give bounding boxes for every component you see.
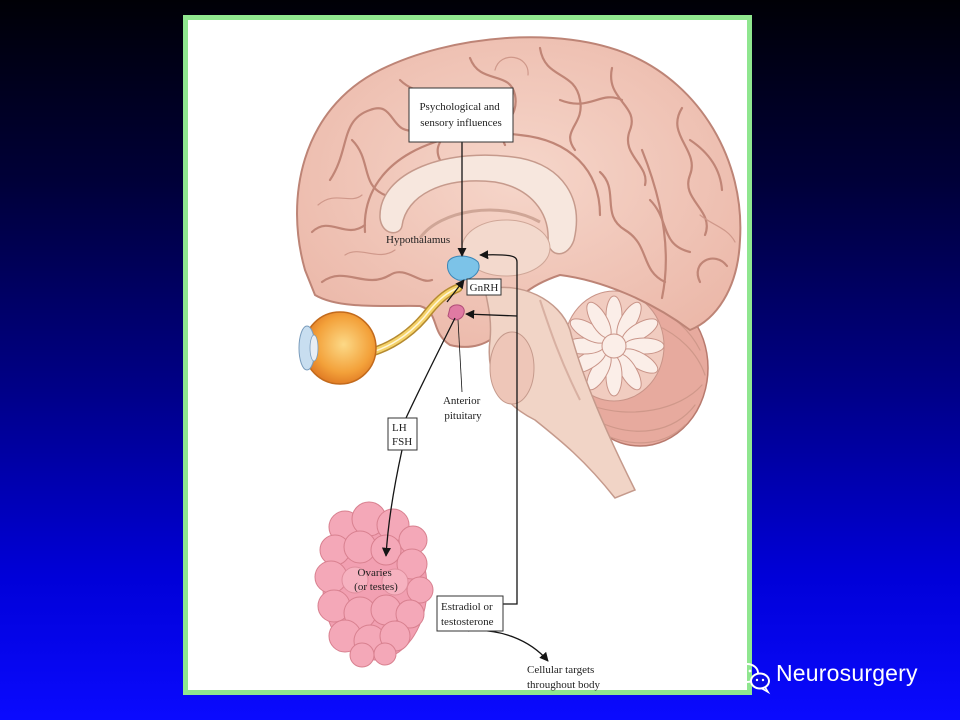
cerebral-aqueduct (539, 299, 581, 401)
gyrus-line (350, 138, 387, 197)
arbor-vitae-core (601, 333, 627, 359)
cellular-targets-label: Cellular targets throughout body (527, 664, 601, 691)
gyrus-line (676, 106, 708, 237)
pituitary-pointer-line (457, 319, 463, 393)
pathway-arrows (381, 142, 549, 662)
gyrus-line (538, 46, 582, 152)
psychological-label: Psychological and sensory influences (419, 101, 502, 129)
gnrh-box (466, 278, 502, 296)
midline-structures (379, 154, 578, 277)
gyrus-line (598, 170, 667, 284)
anterior-pituitary-label: Anterior pituitary (443, 395, 483, 422)
pituitary-to-lh-line (405, 317, 456, 419)
ovary-follicle (396, 548, 428, 580)
ovary-follicle (373, 642, 397, 666)
lens (309, 334, 319, 362)
lh-fsh-label: LH FSH (392, 422, 412, 448)
anterior-pituitary-line-1: Anterior (443, 395, 481, 407)
lh-to-ovaries-arrow (381, 449, 403, 557)
ovaries-line-2: (or testes) (354, 581, 398, 593)
ovary-follicle (341, 566, 369, 594)
gyrus-line (688, 138, 724, 192)
psychological-box (408, 87, 514, 143)
ovary-follicle (406, 576, 434, 604)
gyrus-line (699, 214, 736, 243)
cellular-targets-line-1: Cellular targets (527, 664, 594, 676)
lh-label: LH (392, 422, 407, 434)
cellular-targets-line-2: throughout body (527, 679, 601, 691)
gnrh-label: GnRH (470, 282, 499, 294)
ovaries-label: Ovaries (or testes) (354, 567, 398, 593)
optic-to-hypothalamus-arrow (446, 279, 465, 303)
hypothalamus-label: Hypothalamus (386, 234, 450, 246)
ovary-follicle (349, 642, 375, 668)
ovary-follicle (395, 599, 425, 629)
feedback-to-pituitary-arrow (465, 309, 518, 319)
lh-fsh-box (387, 417, 418, 451)
psychological-line-2: sensory influences (420, 117, 502, 129)
anterior-pituitary-line-2: pituitary (444, 410, 482, 422)
gyrus-line (494, 56, 529, 76)
fsh-label: FSH (392, 436, 412, 448)
gyrus-line (320, 271, 434, 284)
gyrus-line (640, 148, 667, 300)
estradiol-line-1: Estradiol or (441, 601, 493, 613)
gyrus-line (317, 194, 363, 206)
estradiol-box (436, 595, 504, 632)
estradiol-label: Estradiol or testosterone (441, 601, 495, 628)
gyrus-line (609, 66, 647, 187)
gyrus-line (344, 249, 396, 256)
psychological-line-1: Psychological and (419, 101, 500, 113)
ovary-follicle (381, 568, 409, 596)
gyrus-line (696, 257, 729, 284)
cerebellum-folia (589, 384, 703, 413)
pituitary-shape (447, 304, 465, 321)
ovaries (314, 501, 434, 668)
feedback-line (479, 250, 518, 605)
eye (298, 283, 463, 385)
wechat-logo-icon (734, 663, 771, 695)
brainstem (484, 286, 637, 499)
estradiol-line-2: testosterone (441, 616, 494, 628)
cerebellum-folia (604, 424, 686, 444)
gyrus-line (558, 96, 624, 105)
optic-nerve-highlight (371, 287, 459, 353)
estradiol-to-targets-arrow (467, 629, 549, 662)
gyrus-line (310, 223, 367, 234)
cerebellum-folia (594, 404, 696, 432)
gyrus-line (328, 107, 417, 182)
gyrus-line (648, 198, 692, 254)
fornix (418, 208, 541, 239)
watermark-text: Neurosurgery (776, 660, 918, 686)
ovaries-line-1: Ovaries (358, 567, 392, 579)
pons (489, 331, 535, 405)
